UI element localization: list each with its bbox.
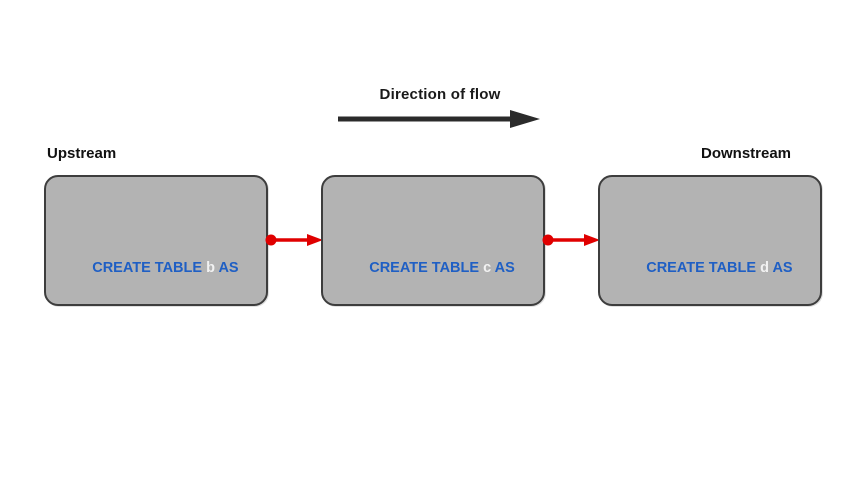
- sql-line-create: CREATE TABLE c AS: [337, 233, 543, 276]
- sql-keyword-create-table: CREATE TABLE: [646, 259, 757, 276]
- sql-box-create-table-d[interactable]: CREATE TABLE d AS SELECT object_id , cre…: [598, 175, 822, 306]
- sql-line-create: CREATE TABLE b AS: [60, 233, 238, 276]
- sql-keyword-as: AS: [772, 259, 793, 276]
- sql-keyword-create-table: CREATE TABLE: [369, 259, 480, 276]
- direction-of-flow-arrow-icon: [338, 108, 540, 130]
- connector-arrowhead: [307, 234, 323, 246]
- sql-line-select: SELECT: [337, 304, 543, 305]
- direction-of-flow-label: Direction of flow: [379, 86, 501, 103]
- sql-line-select: SELECT: [60, 304, 239, 305]
- sql-table-name: b: [206, 259, 215, 276]
- sql-box-create-table-c[interactable]: CREATE TABLE c AS SELECT objidas object_…: [321, 175, 545, 306]
- upstream-label: Upstream: [47, 145, 117, 162]
- sql-table-name: c: [483, 259, 492, 276]
- sql-code-block: CREATE TABLE c AS SELECT objidas object_…: [337, 186, 543, 305]
- sql-keyword-create-table: CREATE TABLE: [92, 259, 203, 276]
- connector-arrowhead: [584, 234, 600, 246]
- sql-code-block: CREATE TABLE d AS SELECT object_id , cre…: [614, 186, 793, 305]
- sql-line-select: SELECT: [614, 304, 793, 305]
- connector-c-to-d: [542, 230, 600, 250]
- sql-box-create-table-b[interactable]: CREATE TABLE b AS SELECT objid , created…: [44, 175, 268, 306]
- downstream-label: Downstream: [701, 145, 792, 162]
- sql-table-name: d: [760, 259, 769, 276]
- sql-code-block: CREATE TABLE b AS SELECT objid , created…: [60, 186, 239, 305]
- sql-line-create: CREATE TABLE d AS: [614, 233, 792, 276]
- sql-keyword-as: AS: [494, 259, 515, 276]
- connector-b-to-c: [265, 230, 323, 250]
- sql-keyword-as: AS: [218, 259, 239, 276]
